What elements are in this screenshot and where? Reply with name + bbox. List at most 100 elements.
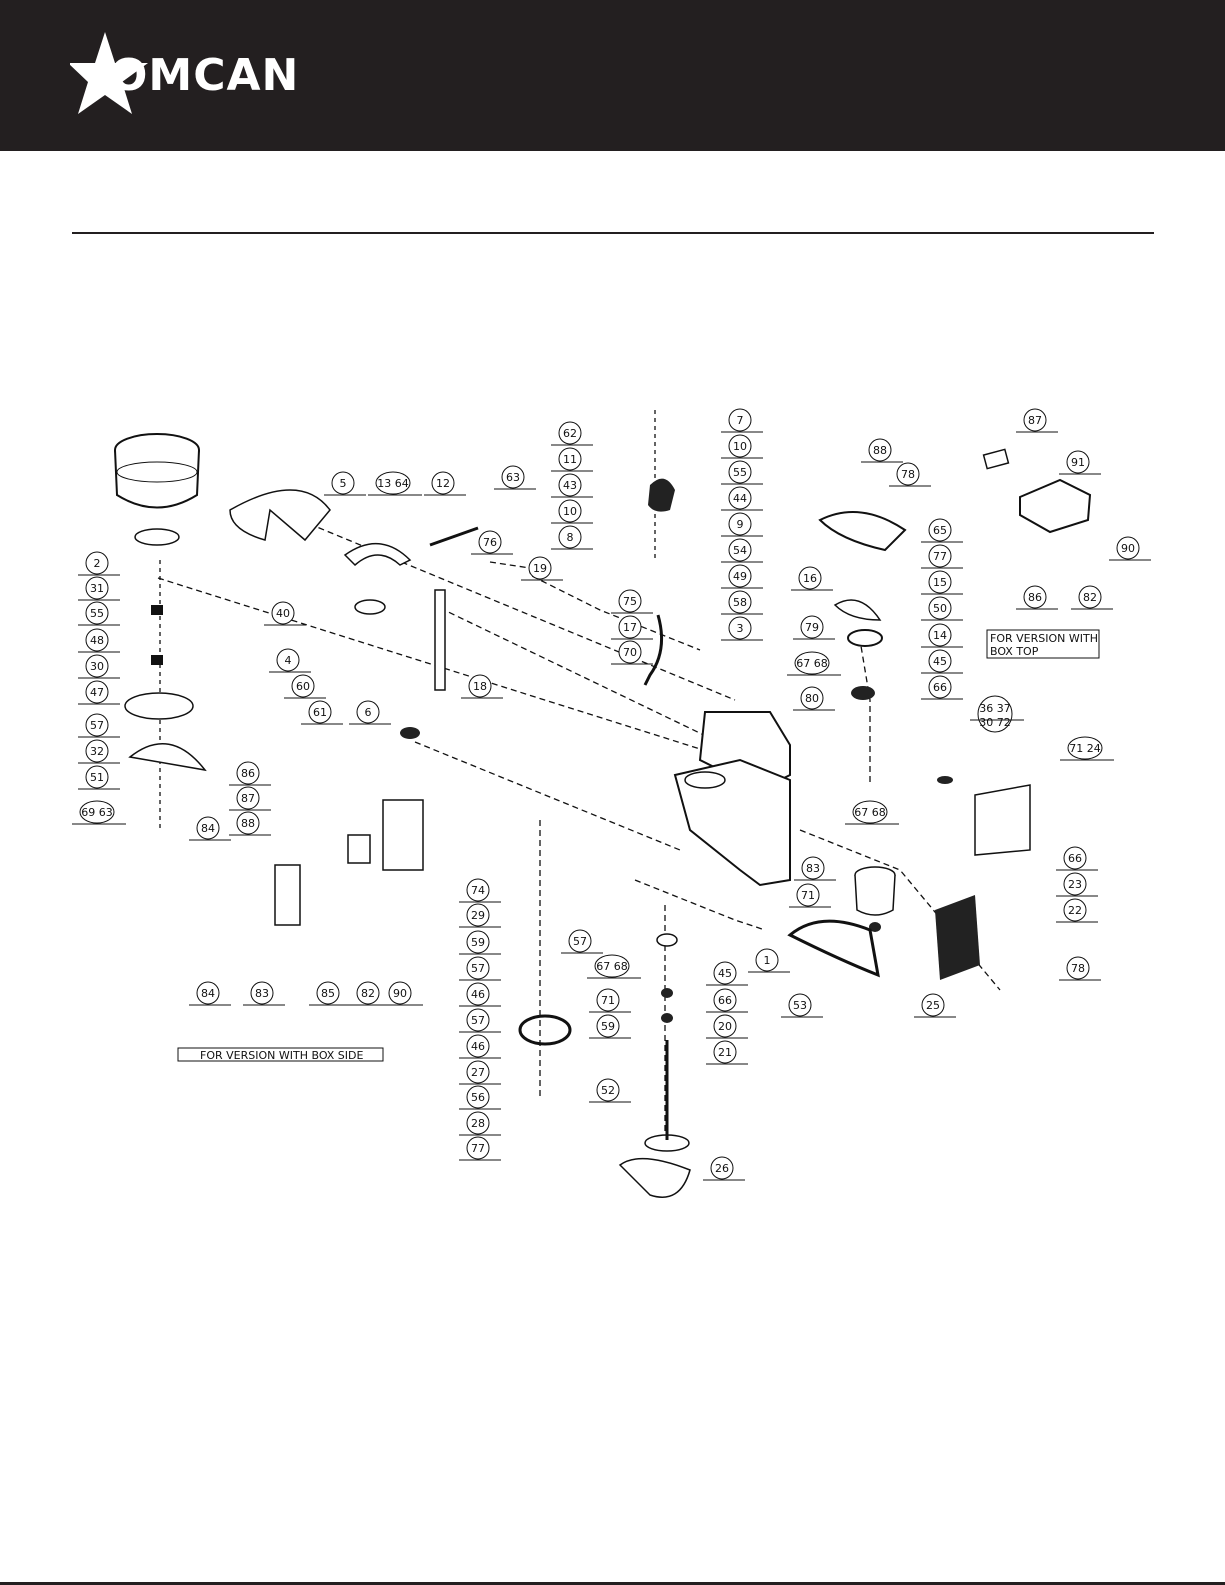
callout-21: 21	[706, 1040, 748, 1065]
callout-88a: 88	[861, 438, 903, 463]
callout-number: 1	[764, 954, 771, 967]
callout-number: 47	[90, 686, 104, 699]
callout-85: 85	[309, 981, 351, 1006]
callout-circle	[236, 761, 260, 785]
callout-number: 80	[805, 692, 819, 705]
callout-circle	[1066, 450, 1090, 474]
callout-number: 46	[471, 988, 485, 1001]
callout-67-68c: 67 68	[587, 954, 641, 979]
callout-number: 31	[90, 582, 104, 595]
callout-circle	[85, 713, 109, 737]
callout-83a: 83	[794, 856, 836, 881]
callout-circle	[713, 1040, 737, 1064]
callout-66a: 66	[921, 675, 963, 700]
callout-circle	[375, 471, 411, 495]
callout-circle	[921, 993, 945, 1017]
brand-header	[0, 0, 1225, 151]
callout-12: 12	[424, 471, 466, 496]
callout-circle	[291, 674, 315, 698]
callout-67-68a: 67 68	[787, 651, 841, 676]
callout-circle	[801, 856, 825, 880]
callout-87b: 87	[229, 786, 271, 811]
callout-circle	[1063, 846, 1087, 870]
callout-9: 9	[721, 512, 763, 537]
callout-17: 17	[611, 615, 653, 640]
callout-number: 40	[276, 607, 290, 620]
callout-circle	[852, 800, 888, 824]
callout-circle	[728, 434, 752, 458]
callout-number: 46	[471, 1040, 485, 1053]
callout-number: 57	[471, 962, 485, 975]
callout-86a: 86	[1016, 585, 1058, 610]
box-top-label-line-2: BOX TOP	[990, 645, 1039, 658]
callout-number: 87	[1028, 414, 1042, 427]
callout-number: 45	[718, 967, 732, 980]
callout-number: 52	[601, 1084, 615, 1097]
callout-circle	[466, 956, 490, 980]
omcan-star-logo-icon	[70, 32, 148, 114]
callout-circle	[356, 981, 380, 1005]
callout-number: 78	[901, 468, 915, 481]
callout-circle	[928, 544, 952, 568]
callout-26: 26	[703, 1156, 745, 1181]
callout-circle	[466, 1008, 490, 1032]
callout-circle	[1066, 956, 1090, 980]
callout-number: 84	[201, 822, 215, 835]
callout-number: 87	[241, 792, 255, 805]
callout-number: 88	[873, 444, 887, 457]
callout-10a: 10	[551, 499, 593, 524]
callout-circle	[728, 538, 752, 562]
callout-57c: 57	[459, 1008, 501, 1033]
callout-45b: 45	[706, 961, 748, 986]
callout-62: 62	[551, 421, 593, 446]
callout-number: 60	[296, 680, 310, 693]
callout-circle	[728, 460, 752, 484]
callout-circle	[388, 981, 412, 1005]
callout-number: 66	[718, 994, 732, 1007]
callout-circle	[466, 1034, 490, 1058]
callout-10b: 10	[721, 434, 763, 459]
callout-circle	[568, 929, 592, 953]
callout-circle	[618, 589, 642, 613]
callout-circle	[594, 954, 630, 978]
callout-circle	[928, 596, 952, 620]
callout-5: 5	[324, 471, 366, 496]
callout-circle	[79, 800, 115, 824]
callout-number: 36 37	[979, 702, 1011, 715]
callout-number: 32	[90, 745, 104, 758]
callout-circle	[85, 680, 109, 704]
callout-8: 8	[551, 525, 593, 550]
callout-number: 54	[733, 544, 747, 557]
callout-circle	[236, 811, 260, 835]
callout-number: 12	[436, 477, 450, 490]
callout-59b: 59	[589, 1014, 631, 1039]
callout-circle	[928, 623, 952, 647]
callout-50: 50	[921, 596, 963, 621]
callout-71b: 71	[589, 988, 631, 1013]
callout-number: 63	[506, 471, 520, 484]
callout-number: 88	[241, 817, 255, 830]
parts-drawings	[114, 433, 1092, 1198]
callout-30-72: 30 72	[979, 716, 1011, 729]
callout-number: 83	[806, 862, 820, 875]
callout-number: 49	[733, 570, 747, 583]
callout-number: 50	[933, 602, 947, 615]
callout-number: 82	[361, 987, 375, 1000]
callout-61: 61	[301, 700, 343, 725]
callout-circle	[710, 1156, 734, 1180]
callout-circle	[528, 556, 552, 580]
callout-2: 2	[78, 551, 120, 576]
footer-divider	[0, 1582, 1225, 1585]
callout-88b: 88	[229, 811, 271, 836]
callout-51: 51	[78, 765, 120, 790]
box-side-label: FOR VERSION WITH BOX SIDE	[200, 1049, 363, 1062]
callout-74: 74	[459, 878, 501, 903]
callout-number: 86	[1028, 591, 1042, 604]
callout-3: 3	[721, 616, 763, 641]
callout-58: 58	[721, 590, 763, 615]
callout-circle	[85, 551, 109, 575]
callout-number: 8	[567, 531, 574, 544]
callout-circle	[85, 654, 109, 678]
callout-number: 76	[483, 536, 497, 549]
